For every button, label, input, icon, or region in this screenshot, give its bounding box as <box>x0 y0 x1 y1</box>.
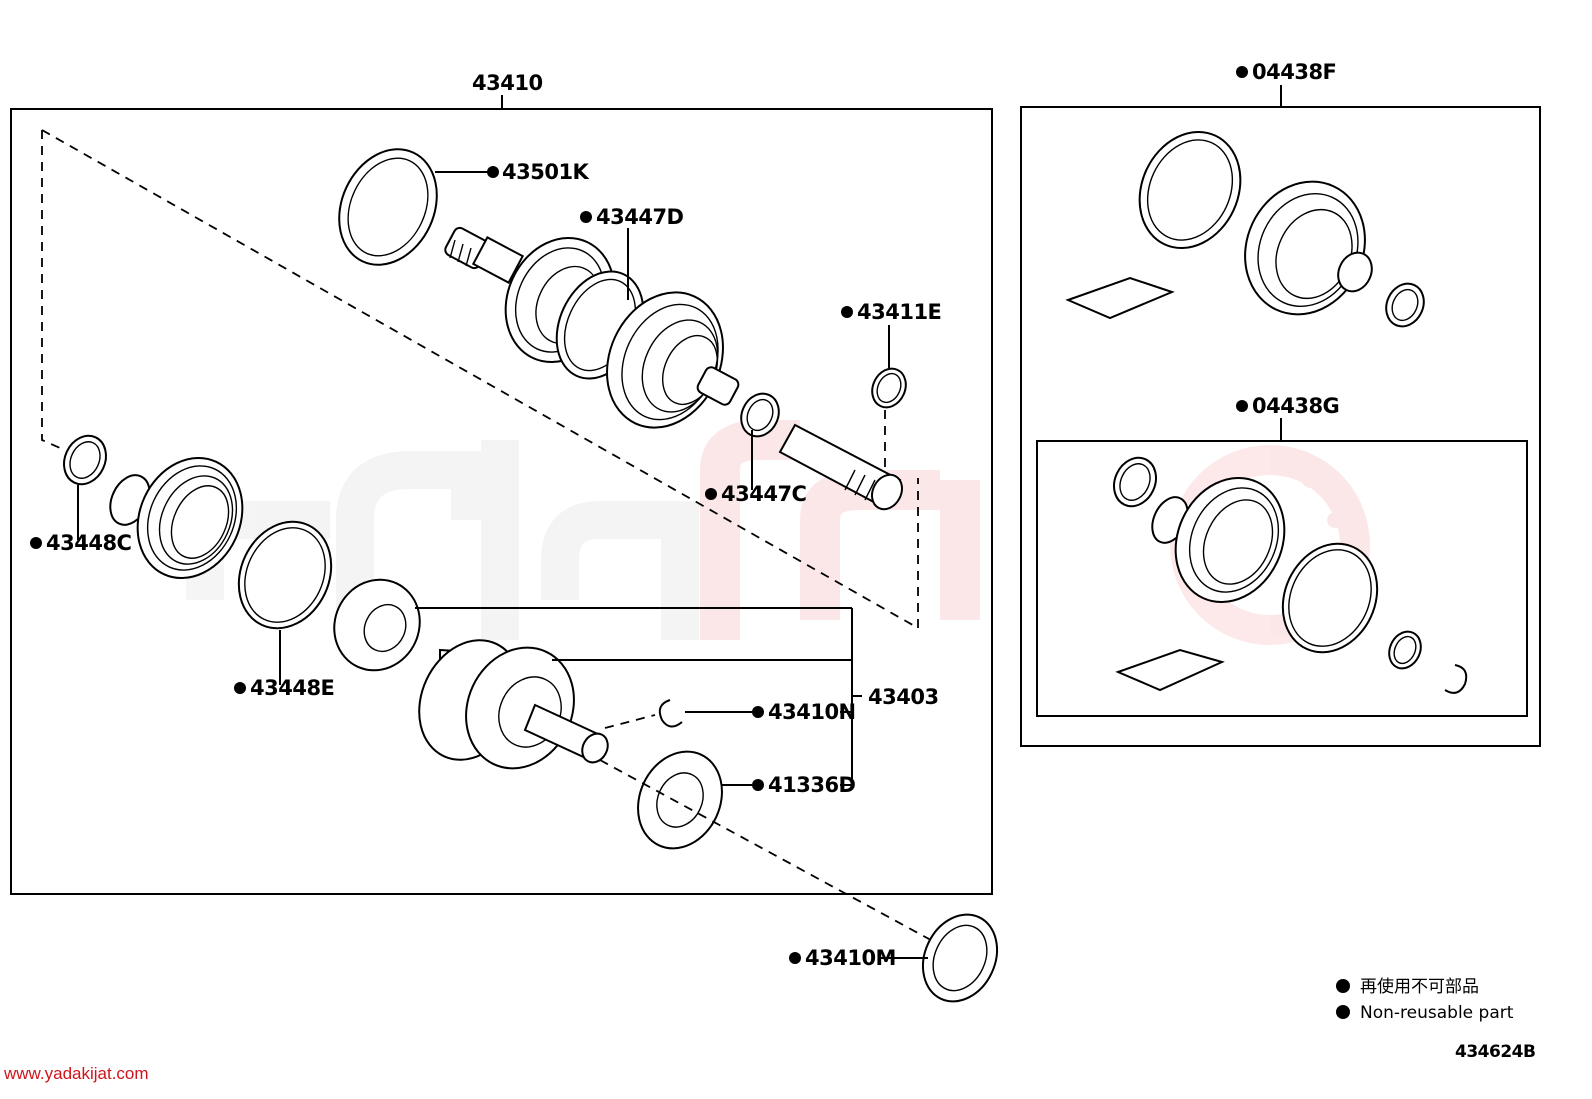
callout-43410M: 43410M <box>805 946 896 970</box>
kit-G-circlip <box>1444 664 1468 694</box>
assembly-label: 43410 <box>472 71 543 95</box>
oil-seal-43410M <box>922 913 998 1003</box>
callout-43447C: 43447C <box>721 482 807 506</box>
non-reusable-dot <box>841 306 853 318</box>
band-43448E <box>237 520 333 630</box>
kit-G-band <box>1281 542 1379 654</box>
ring-43501K <box>338 148 438 266</box>
non-reusable-dot <box>580 211 592 223</box>
kit-F-clamp <box>1385 282 1425 328</box>
dashed-band <box>41 130 61 449</box>
callout-04438F: 04438F <box>1252 60 1336 84</box>
drive-shaft <box>778 423 903 511</box>
non-reusable-dot <box>752 779 764 791</box>
watermark-url: www.yadakijat.com <box>3 1064 149 1083</box>
callout-43448E: 43448E <box>250 676 334 700</box>
callout-43448C: 43448C <box>46 531 132 555</box>
clamp-43448C <box>63 434 107 486</box>
diagram-id: 434624B <box>1455 1042 1535 1062</box>
callout-43411E: 43411E <box>857 300 941 324</box>
legend: 再使用不可部品 Non-reusable part <box>1336 976 1514 1023</box>
seal-41336D <box>637 750 723 850</box>
non-reusable-dot <box>752 706 764 718</box>
kit-F-boot <box>1244 180 1373 316</box>
non-reusable-dot <box>234 682 246 694</box>
legend-line1: 再使用不可部品 <box>1360 976 1479 997</box>
legend-dot <box>1336 1005 1350 1019</box>
kit-G-grease-pack <box>1115 648 1225 692</box>
snap-ring-43410N <box>658 699 683 728</box>
watermark-logo <box>186 420 1370 645</box>
callout-04438G: 04438G <box>1252 394 1339 418</box>
inner-boot <box>109 456 244 580</box>
callout-43403: 43403 <box>868 685 939 709</box>
kit-G-snap-ring <box>1388 630 1422 670</box>
kit-F-grease-pack <box>1065 276 1175 320</box>
legend-line2: Non-reusable part <box>1360 1003 1514 1023</box>
outer-housing <box>418 639 609 770</box>
non-reusable-dot <box>789 952 801 964</box>
tripod-joint <box>333 578 421 672</box>
non-reusable-dot <box>1236 400 1248 412</box>
kit-G-boot <box>1151 476 1286 604</box>
legend-dot <box>1336 979 1350 993</box>
kit-F-band <box>1138 130 1242 250</box>
kit-G-clamp <box>1113 456 1157 508</box>
clamp-43447C <box>740 392 780 438</box>
callout-43447D: 43447D <box>596 205 684 229</box>
snap-ring-43411E <box>871 367 907 409</box>
non-reusable-dot <box>1236 66 1248 78</box>
outer-joint-assembly <box>444 226 740 429</box>
non-reusable-dot <box>705 488 717 500</box>
non-reusable-dot <box>487 166 499 178</box>
callout-43501K: 43501K <box>502 160 590 184</box>
non-reusable-dot <box>30 537 42 549</box>
